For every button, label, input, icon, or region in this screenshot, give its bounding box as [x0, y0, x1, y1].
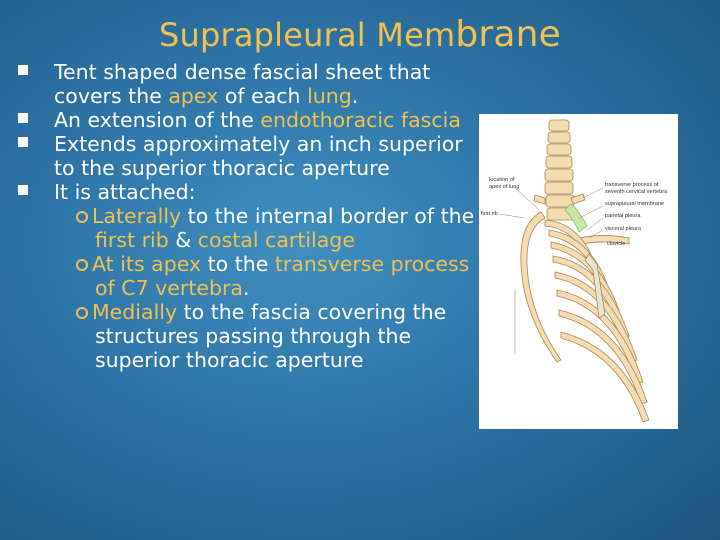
bullet-text: Tent shaped dense fascial sheet that cov…: [54, 60, 431, 108]
square-bullet-icon: [18, 137, 28, 147]
leader-line: [582, 187, 604, 199]
ring-bullet-icon: [76, 307, 88, 319]
square-bullet-icon: [18, 185, 28, 195]
highlight-text: transverse process of C7 vertebra: [95, 252, 470, 300]
bullet-text: It is attached:: [54, 180, 196, 204]
bullet-list: Tent shaped dense fascial sheet that cov…: [18, 60, 488, 372]
ring-bullet-icon: [76, 259, 88, 271]
bullet-text: .: [351, 84, 359, 108]
leader-line: [498, 213, 526, 219]
vertebra: [547, 131, 571, 144]
sub-bullet-item: Laterally to the internal border of the …: [38, 204, 488, 252]
vertebra: [546, 143, 572, 156]
bullet-item: It is attached:: [18, 180, 488, 204]
slide-title: Suprapleural Membrane: [0, 14, 720, 55]
square-bullet-icon: [18, 113, 28, 123]
vertebra: [545, 155, 573, 169]
bullet-text: &: [168, 228, 198, 252]
leader-line: [578, 205, 604, 219]
leader-line: [512, 185, 540, 211]
leader-line: [588, 229, 604, 239]
square-bullet-icon: [18, 65, 28, 75]
vertebra: [548, 119, 570, 132]
ring-bullet-icon: [76, 211, 88, 223]
title-part-1: Suprapleural Mem: [158, 16, 456, 54]
label-parietal: parietal pleura: [605, 213, 641, 219]
transverse-process: [533, 194, 546, 205]
vertebra: [544, 168, 574, 182]
leader-line: [586, 217, 604, 231]
sub-bullet-item: Medially to the fascia covering the stru…: [38, 300, 488, 372]
label-clavicle: clavicle: [607, 241, 625, 247]
highlight-text: endothoracic fascia: [260, 108, 461, 132]
highlight-text: first rib: [95, 228, 169, 252]
rib: [520, 211, 562, 363]
suprapleural-membrane-shape: [564, 203, 588, 233]
label-first-rib: first rib: [481, 211, 498, 217]
label-visceral: visceral pleura: [605, 226, 642, 232]
bullet-text: .: [242, 276, 250, 300]
bullet-text: of each: [218, 84, 308, 108]
costal-cartilage: [584, 253, 606, 319]
bullet-item: An extension of the endothoracic fascia: [18, 108, 488, 132]
title-part-2: brane: [455, 14, 562, 55]
bullet-text: to the: [201, 252, 275, 276]
rib: [560, 331, 650, 423]
bullet-item: Tent shaped dense fascial sheet that cov…: [18, 60, 488, 108]
highlight-text: Laterally: [92, 204, 182, 228]
highlight-text: At its apex: [92, 252, 202, 276]
sub-bullet-item: At its apex to the transverse process of…: [38, 252, 488, 300]
highlight-text: lung: [307, 84, 352, 108]
bullet-item: Extends approximately an inch superior t…: [18, 132, 488, 180]
bullet-text: Extends approximately an inch superior t…: [54, 132, 463, 180]
bullet-text: to the internal border of the: [181, 204, 475, 228]
transverse-process: [570, 193, 586, 205]
highlight-text: apex: [168, 84, 219, 108]
bullet-text: An extension of the: [54, 108, 261, 132]
label-membrane: suprapleural membrane: [605, 201, 664, 207]
bullet-text: to the fascia covering the structures pa…: [95, 300, 447, 372]
highlight-text: Medially: [92, 300, 178, 324]
vertebra: [544, 181, 574, 195]
highlight-text: costal cartilage: [197, 228, 355, 252]
